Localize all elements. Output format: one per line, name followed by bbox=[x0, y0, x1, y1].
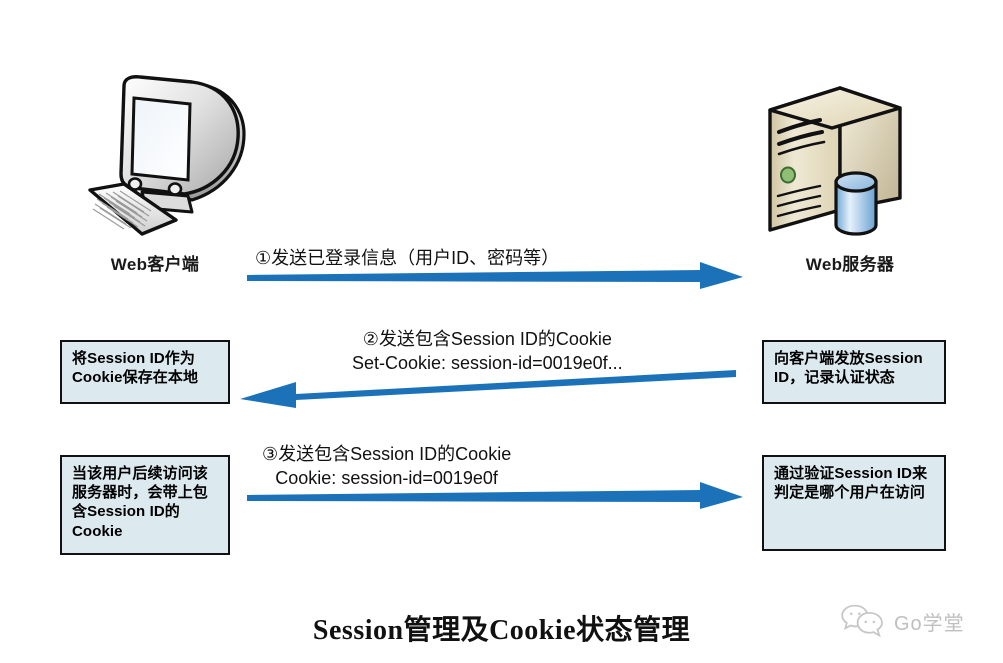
crt-computer-icon bbox=[88, 75, 246, 236]
wechat-bubbles-icon bbox=[841, 604, 883, 638]
note-server-issue: 向客户端发放Session ID，记录认证状态 bbox=[762, 340, 946, 404]
message-2-arrow bbox=[240, 370, 736, 408]
server-node-label: Web服务器 bbox=[805, 255, 895, 274]
note-client-store: 将Session ID作为Cookie保存在本地 bbox=[60, 340, 230, 404]
message-3-label: ③发送包含Session ID的Cookie Cookie: session-i… bbox=[262, 444, 512, 488]
message-3-arrow bbox=[247, 482, 743, 509]
diagram-title: Session管理及Cookie状态管理 bbox=[312, 615, 691, 646]
note-client-subsequent: 当该用户后续访问该服务器时，会带上包含Session ID的Cookie bbox=[60, 455, 230, 555]
message-1-label: ①发送已登录信息（用户ID、密码等） bbox=[255, 248, 560, 268]
message-1-arrow bbox=[247, 262, 743, 289]
client-node-label: Web客户端 bbox=[110, 255, 200, 274]
server-tower-icon bbox=[768, 86, 902, 236]
note-server-verify: 通过验证Session ID来判定是哪个用户在访问 bbox=[762, 455, 946, 551]
message-2-label: ②发送包含Session ID的Cookie Set-Cookie: sessi… bbox=[352, 329, 623, 373]
watermark-text: Go学堂 bbox=[894, 612, 965, 635]
watermark: Go学堂 bbox=[840, 602, 965, 640]
